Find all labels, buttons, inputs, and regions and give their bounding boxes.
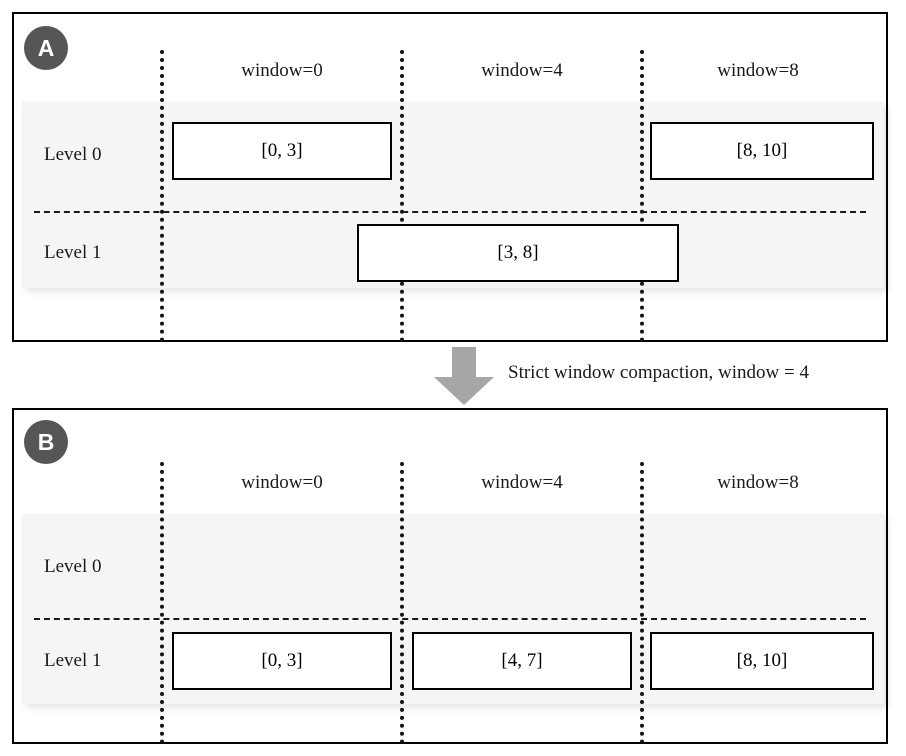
- panel-a-window-rule-2: [640, 50, 644, 342]
- panel-b-window-rule-0: [160, 462, 164, 744]
- panel-b-window-rule-2: [640, 462, 644, 744]
- panel-b-window-header-2: window=8: [717, 472, 799, 493]
- panel-b-level-1-label: Level 1: [44, 650, 102, 671]
- panel-b-level-1-box-0: [0, 3]: [172, 632, 392, 690]
- panel-a-window-rule-0: [160, 50, 164, 342]
- panel-b-level-1-box-2: [8, 10]: [650, 632, 874, 690]
- panel-b: B window=0 window=4 window=8 Level 0 Lev…: [12, 408, 888, 744]
- panel-a-level-0-label: Level 0: [44, 144, 102, 165]
- panel-a-level-1-box-0: [3, 8]: [357, 224, 679, 282]
- panel-a: A window=0 window=4 window=8 Level 0 [0,…: [12, 12, 888, 342]
- panel-b-badge: B: [24, 420, 68, 464]
- panel-b-level-divider: [34, 618, 866, 620]
- down-arrow-icon: [434, 347, 494, 405]
- panel-a-level-0-box-1: [8, 10]: [650, 122, 874, 180]
- panel-a-window-rule-1: [400, 50, 404, 342]
- panel-b-level-0-label: Level 0: [44, 556, 102, 577]
- panel-b-window-rule-1: [400, 462, 404, 744]
- panel-a-level-divider: [34, 211, 866, 213]
- panel-a-level-0-box-0: [0, 3]: [172, 122, 392, 180]
- panel-a-window-header-1: window=4: [481, 60, 563, 81]
- transition-caption: Strict window compaction, window = 4: [508, 362, 809, 383]
- panel-b-window-header-1: window=4: [481, 472, 563, 493]
- panel-b-level-1-box-1: [4, 7]: [412, 632, 632, 690]
- panel-a-window-header-0: window=0: [241, 60, 323, 81]
- panel-b-window-header-0: window=0: [241, 472, 323, 493]
- panel-a-badge: A: [24, 26, 68, 70]
- transition-group: Strict window compaction, window = 4: [0, 342, 906, 408]
- panel-a-window-header-2: window=8: [717, 60, 799, 81]
- panel-a-level-1-label: Level 1: [44, 242, 102, 263]
